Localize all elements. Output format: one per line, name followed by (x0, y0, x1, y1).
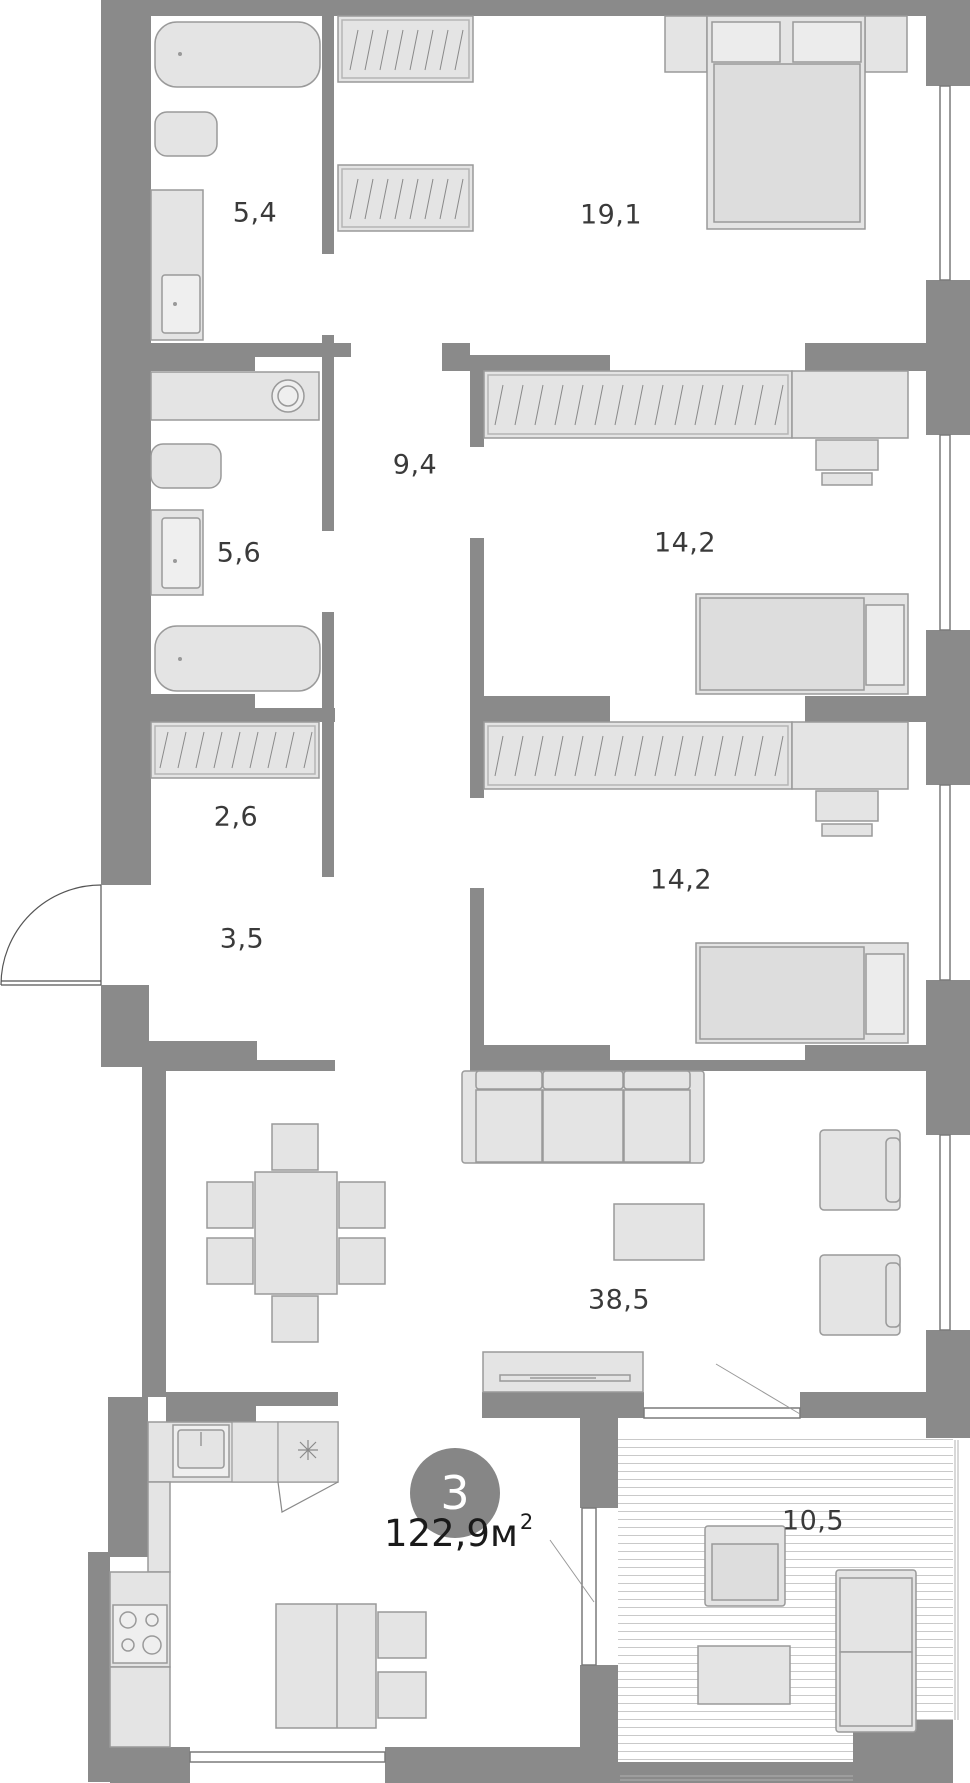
room-area-bathroom-2: 5,6 (216, 537, 262, 569)
total-area: 122,9м2 (384, 1510, 534, 1555)
room-area-living-room: 38,5 (587, 1284, 651, 1316)
corner-cabinet (231, 1421, 339, 1513)
balcony-door-lines (549, 1363, 801, 1603)
wardrobe-bottom (337, 164, 474, 232)
balcony-railing (620, 1440, 959, 1781)
coffee-table (613, 1203, 705, 1261)
sink (161, 274, 201, 334)
nightstand (864, 15, 908, 73)
room-count-badge: 3 (410, 1448, 500, 1538)
windows (189, 85, 951, 1763)
chair (377, 1671, 427, 1719)
wardrobe-shelf (150, 721, 320, 779)
toilet (150, 443, 222, 489)
chair (206, 1181, 254, 1229)
room-area-bathroom-1: 5,4 (232, 197, 278, 229)
kitchen-counter-side (147, 1481, 171, 1573)
total-area-unit: м (489, 1512, 518, 1555)
room-area-bedroom-master: 19,1 (579, 199, 643, 231)
balcony-table (697, 1645, 791, 1705)
desk (791, 370, 909, 439)
chair (271, 1295, 319, 1343)
desk (791, 721, 909, 790)
wardrobe-top (337, 15, 474, 83)
entrance-door (0, 884, 102, 986)
bathtub (154, 625, 321, 692)
room-count: 3 (440, 1466, 470, 1520)
room-area-balcony: 10,5 (781, 1505, 845, 1537)
total-area-value: 122,9 (384, 1512, 490, 1555)
bathtub (154, 21, 321, 88)
chair (815, 439, 879, 471)
wardrobe-hatching (159, 29, 784, 777)
wardrobe (483, 370, 793, 439)
total-area-unit-power: 2 (519, 1510, 534, 1534)
walls (88, 0, 970, 1783)
dining-table (254, 1171, 338, 1295)
nightstand (664, 15, 708, 73)
toilet (154, 111, 218, 157)
chair (377, 1611, 427, 1659)
fridge-cabinet (109, 1666, 171, 1748)
room-area-bedroom-3: 14,2 (649, 864, 713, 896)
chair (338, 1181, 386, 1229)
tv-stand (482, 1351, 644, 1393)
chair (271, 1123, 319, 1171)
kitchen-table (275, 1603, 377, 1729)
room-area-corridor: 9,4 (392, 449, 438, 481)
wardrobe (483, 721, 793, 790)
room-area-bedroom-2: 14,2 (653, 527, 717, 559)
chair (338, 1237, 386, 1285)
chair (206, 1237, 254, 1285)
room-area-wardrobe: 2,6 (213, 801, 259, 833)
room-area-entrance-hall: 3,5 (219, 923, 265, 955)
chair (815, 790, 879, 822)
